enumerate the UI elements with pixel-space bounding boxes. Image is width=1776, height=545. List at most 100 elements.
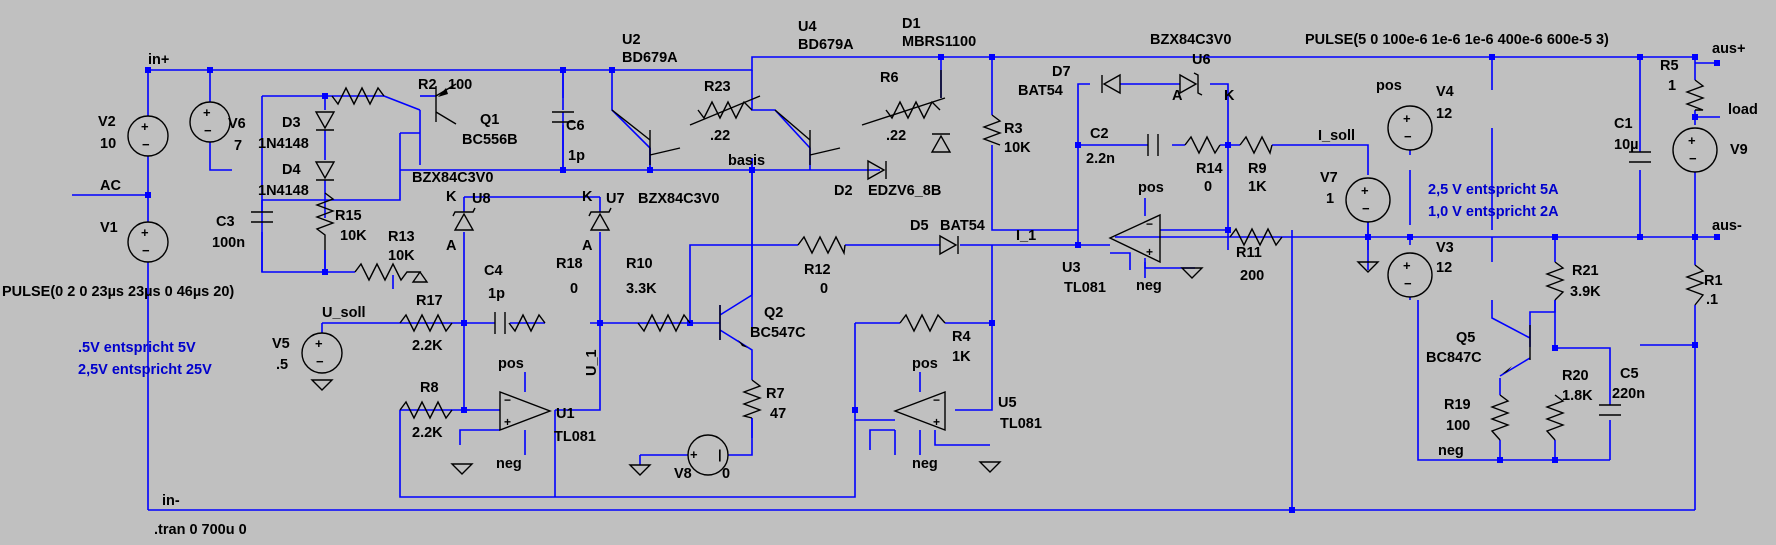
- value-d5: BAT54: [940, 218, 985, 234]
- transistor-u4: [774, 109, 841, 165]
- resistor-r2: [331, 86, 385, 106]
- diode-d4: [314, 161, 336, 181]
- tran-directive: .tran 0 700u 0: [154, 522, 247, 538]
- zener-u6: [1179, 72, 1203, 96]
- value-u2: BD679A: [622, 50, 678, 66]
- svg-text:−: −: [1362, 201, 1370, 216]
- value-r2: 100: [448, 77, 472, 93]
- value-v9: PULSE(5 0 100e-6 1e-6 1e-6 400e-6 600e-5…: [1305, 32, 1609, 48]
- component-labels: R2 100 Q1 BC556B D3 1N4148 D4 1N4148 BZX…: [2, 16, 1748, 482]
- opamp-u3: −+: [1108, 213, 1161, 264]
- transistor-q5: [1502, 325, 1531, 374]
- annotations: .5V entspricht 5V 2,5V entspricht 25V 2,…: [78, 182, 1559, 538]
- value-d7: BAT54: [1018, 83, 1063, 99]
- pin-a-u7: A: [582, 238, 593, 254]
- resistor-r3: [982, 114, 1002, 146]
- svg-text:+: +: [315, 336, 323, 351]
- value-v2: 10: [100, 136, 116, 152]
- label-r1: R1: [1704, 273, 1723, 289]
- label-c4: C4: [484, 263, 503, 279]
- net-aus-plus: aus+: [1712, 41, 1745, 57]
- label-u4: U4: [798, 19, 817, 35]
- value-r14: 0: [1204, 179, 1212, 195]
- diode-d7: [1101, 73, 1121, 95]
- value-r12: 0: [820, 281, 828, 297]
- resistor-r1: [1685, 264, 1705, 306]
- resistor-r7: [741, 379, 762, 419]
- label-r6: R6: [880, 70, 899, 86]
- resistor-r9: [1239, 135, 1273, 156]
- value-r11: 200: [1240, 268, 1264, 284]
- label-r11: R11: [1236, 245, 1262, 261]
- voltage-source-v2: +−: [127, 115, 169, 157]
- svg-text:+: +: [690, 447, 698, 462]
- label-r5: R5: [1660, 58, 1679, 74]
- net-aus-minus: aus-: [1712, 218, 1742, 234]
- value-c1: 10µ: [1614, 137, 1638, 153]
- pin-k-u8: K: [446, 189, 457, 205]
- capacitor-c4: [494, 312, 506, 334]
- wires: [72, 56, 1720, 511]
- label-r13: R13: [388, 229, 415, 245]
- transistor-q2: [719, 305, 748, 348]
- svg-text:+: +: [504, 415, 511, 429]
- value-r10: 3.3K: [626, 281, 657, 297]
- label-r17: R17: [416, 293, 443, 309]
- svg-text:+: +: [1403, 258, 1411, 273]
- label-r12: R12: [804, 262, 831, 278]
- value-r18: 0: [570, 281, 578, 297]
- voltage-source-v1: +−: [127, 221, 169, 263]
- note-3: 2,5 V entspricht 5A: [1428, 182, 1559, 198]
- resistor-r11: [1229, 227, 1283, 247]
- svg-text:+: +: [1688, 133, 1696, 148]
- capacitor-c3: [251, 211, 273, 223]
- value-r4: 1K: [952, 349, 971, 365]
- transistor-u2: [611, 109, 681, 165]
- label-r18: R18: [556, 256, 583, 272]
- voltage-source-v8: +|: [687, 434, 729, 476]
- label-v6: V6: [228, 116, 246, 132]
- value-u6: BZX84C3V0: [1150, 32, 1231, 48]
- svg-text:+: +: [1146, 245, 1153, 259]
- label-r2: R2: [418, 77, 437, 93]
- label-v3: V3: [1436, 240, 1454, 256]
- svg-text:−: −: [1146, 217, 1153, 231]
- resistor-r19: [1490, 394, 1510, 441]
- value-u4: BD679A: [798, 37, 854, 53]
- capacitor-c2: [1147, 134, 1159, 156]
- label-c3: C3: [216, 214, 235, 230]
- label-v8: V8: [674, 466, 692, 482]
- label-c6: C6: [566, 118, 585, 134]
- svg-text:|: |: [718, 447, 722, 462]
- value-u7: BZX84C3V0: [638, 191, 719, 207]
- value-v4: 12: [1436, 106, 1452, 122]
- value-v3: 12: [1436, 260, 1452, 276]
- capacitor-c5: [1599, 404, 1621, 416]
- capacitor-c6: [552, 111, 574, 123]
- resistor-r8: [399, 400, 453, 420]
- value-r3: 10K: [1004, 140, 1031, 156]
- net-load: load: [1728, 102, 1758, 118]
- value-u8: BZX84C3V0: [412, 170, 493, 186]
- note-1: .5V entspricht 5V: [78, 340, 196, 356]
- voltage-source-v5: +−: [301, 332, 343, 374]
- value-r21: 3.9K: [1570, 284, 1601, 300]
- value-r19: 100: [1446, 418, 1470, 434]
- resistor-r15: [315, 192, 335, 250]
- value-v1: PULSE(0 2 0 23µs 23µs 0 46µs 20): [2, 284, 234, 300]
- svg-text:+: +: [933, 415, 940, 429]
- label-c5: C5: [1620, 366, 1639, 382]
- svg-text:+: +: [141, 225, 149, 240]
- diode-d2: [867, 159, 887, 181]
- value-r15: 10K: [340, 228, 367, 244]
- neg-u3: neg: [1136, 278, 1162, 294]
- opamp-u5: −+: [893, 390, 946, 432]
- value-v5: .5: [276, 357, 288, 373]
- opamp-u1: −+: [499, 390, 552, 432]
- svg-text:+: +: [203, 105, 211, 120]
- resistor-r5: [1685, 79, 1705, 111]
- svg-text:−: −: [933, 393, 940, 407]
- diode-d1: [930, 70, 952, 153]
- value-c5: 220n: [1612, 386, 1645, 402]
